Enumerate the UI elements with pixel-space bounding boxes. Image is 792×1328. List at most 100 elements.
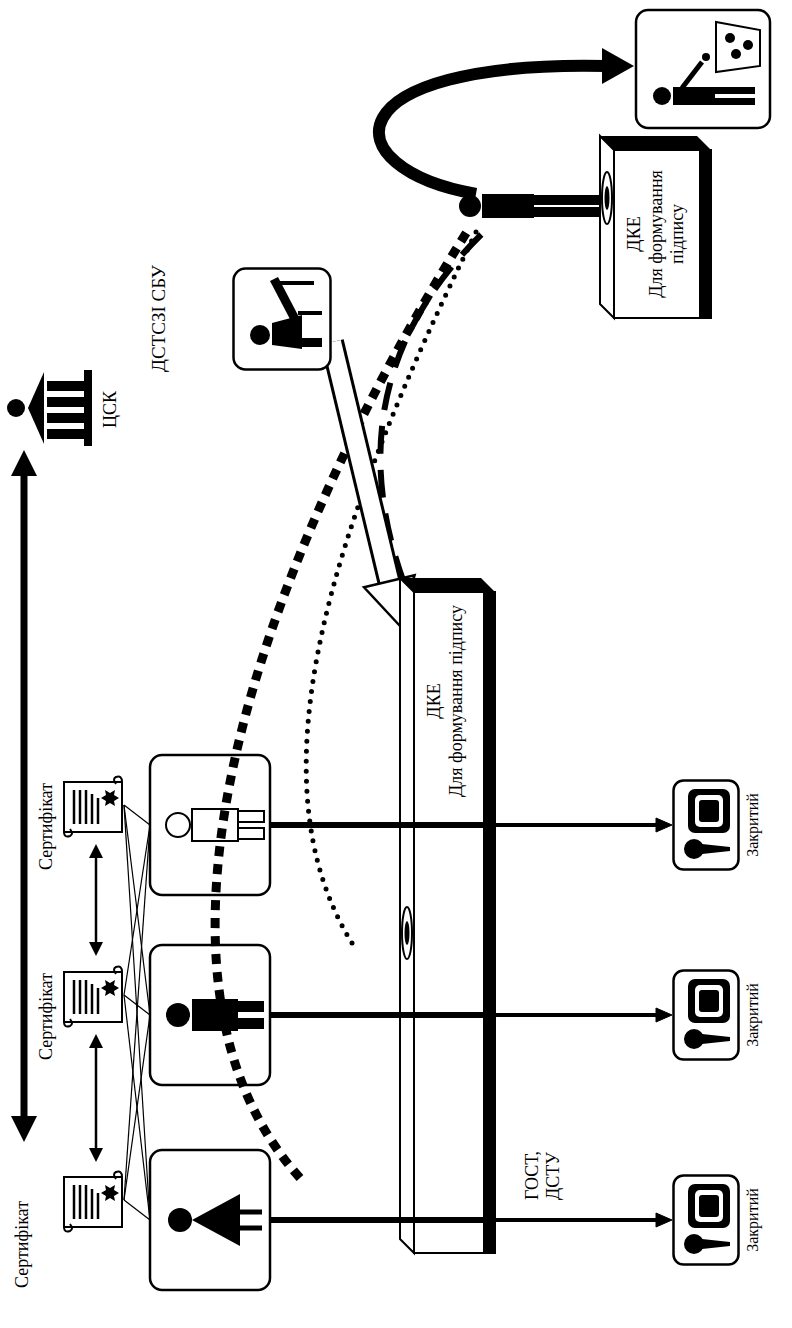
certificate-scroll <box>97 1193 100 1219</box>
certificate-scroll <box>91 794 94 824</box>
arrow-line <box>495 1218 658 1222</box>
user-box <box>168 1208 192 1232</box>
key-arrow <box>495 1213 672 1227</box>
key-icon <box>702 1239 730 1249</box>
key-icon <box>672 1174 740 1266</box>
key-icon <box>684 1234 704 1254</box>
key-icon <box>672 779 740 871</box>
device-user-figure <box>482 194 534 218</box>
arrow-line <box>495 1013 658 1017</box>
user-box <box>238 1210 262 1215</box>
arrow-head <box>656 818 672 832</box>
standard-label: ГОСТ, ДСТУ <box>522 1138 563 1200</box>
ca-figure <box>47 429 84 439</box>
certificate-scroll <box>97 988 100 1014</box>
key-icon <box>674 781 739 870</box>
device-body <box>400 822 483 828</box>
cross-certification-arrow <box>89 942 103 956</box>
certificate-scroll <box>64 1172 122 1232</box>
certificate-link-line <box>124 805 150 1220</box>
ca-figure <box>7 370 92 446</box>
key-icon <box>674 1176 739 1265</box>
arrow-line <box>495 823 658 827</box>
disposal-box <box>731 49 741 59</box>
device-body <box>699 150 711 318</box>
disposal-arrow <box>379 66 606 194</box>
certificate-scroll <box>114 1172 122 1179</box>
authority-box: ДСТСЗІ СБУ <box>148 265 332 372</box>
key-icon <box>672 1174 740 1266</box>
device-body <box>402 907 412 959</box>
cross-certification-arrow <box>95 1046 98 1150</box>
certificate-scroll <box>85 980 88 1014</box>
authority-icon <box>302 338 322 347</box>
user-box <box>238 1226 262 1231</box>
user-box <box>238 1001 264 1012</box>
key-icon <box>674 971 739 1060</box>
key-arrow <box>495 818 672 832</box>
disposal-box <box>636 10 770 128</box>
device-user-figure <box>534 207 600 217</box>
certificate-link-line <box>124 995 150 1220</box>
ca-figure <box>47 397 84 407</box>
signing-device-bar: ДКЕДля формування підпису <box>424 601 467 801</box>
disposal-box <box>702 53 710 61</box>
private-key-box: Закритий <box>672 969 762 1061</box>
authority-icon <box>298 311 322 315</box>
private-key-box: Закритий <box>672 779 762 871</box>
certificate-scroll <box>101 790 119 806</box>
ca-label: ЦСК <box>100 391 121 428</box>
certificate-scroll <box>91 1189 94 1219</box>
certificate-exchange-arrow <box>21 472 28 1120</box>
device-text: Для формування підпису <box>446 601 468 801</box>
device-user-figure <box>534 195 600 205</box>
dashed-curve <box>380 228 488 583</box>
arrow-body <box>332 342 390 583</box>
user-box <box>166 1003 190 1027</box>
certificate-scroll <box>64 782 122 832</box>
certificate-scroll <box>64 967 122 1027</box>
authority-icon <box>232 267 332 371</box>
certificate-label: Сертифікат <box>12 1201 33 1288</box>
user-box <box>150 755 270 895</box>
certificate-link-line <box>124 1200 150 1220</box>
disposal-box <box>715 87 755 94</box>
user-box <box>166 813 190 837</box>
certificate-scroll <box>64 777 122 837</box>
key-icon <box>695 985 723 1017</box>
disposal-box <box>682 62 702 88</box>
disposal-arrow <box>602 48 634 84</box>
device-body <box>600 136 614 318</box>
signing-device: ДКЕДля формування підпису <box>600 136 711 318</box>
device-body <box>602 172 612 224</box>
authority-icon <box>250 325 270 345</box>
user-box <box>238 811 264 822</box>
ca-figure <box>7 399 25 417</box>
key-icon <box>695 795 723 827</box>
device-body <box>483 592 495 1253</box>
key-label: Закритий <box>744 793 762 857</box>
user-box <box>150 1150 270 1290</box>
user-pole <box>270 822 402 828</box>
device-body <box>614 150 711 318</box>
certificate-scroll <box>79 1185 82 1219</box>
certificate-scroll <box>91 984 94 1014</box>
authority-name: ДСТСЗІ СБУ <box>148 265 170 372</box>
certificate-exchange-arrow <box>11 1116 37 1142</box>
certificate-scroll <box>64 1177 122 1227</box>
disposal-box <box>673 87 715 105</box>
certificate-scroll <box>114 777 122 784</box>
cross-certification-arrow <box>89 844 103 956</box>
key-icon <box>699 800 719 822</box>
user-box <box>192 1194 240 1246</box>
user-box <box>150 755 270 895</box>
arrow-head <box>656 1213 672 1227</box>
certificate-label: Сертифікат <box>36 973 57 1060</box>
signing-device-bar: ДКЕДля формування підпису <box>400 578 495 1253</box>
device-body <box>400 1217 483 1223</box>
cross-certification-arrow <box>95 856 98 944</box>
disposal-box <box>715 98 755 105</box>
user-box <box>238 1018 264 1029</box>
certificate-scroll <box>64 1224 72 1232</box>
device-body <box>405 921 410 945</box>
